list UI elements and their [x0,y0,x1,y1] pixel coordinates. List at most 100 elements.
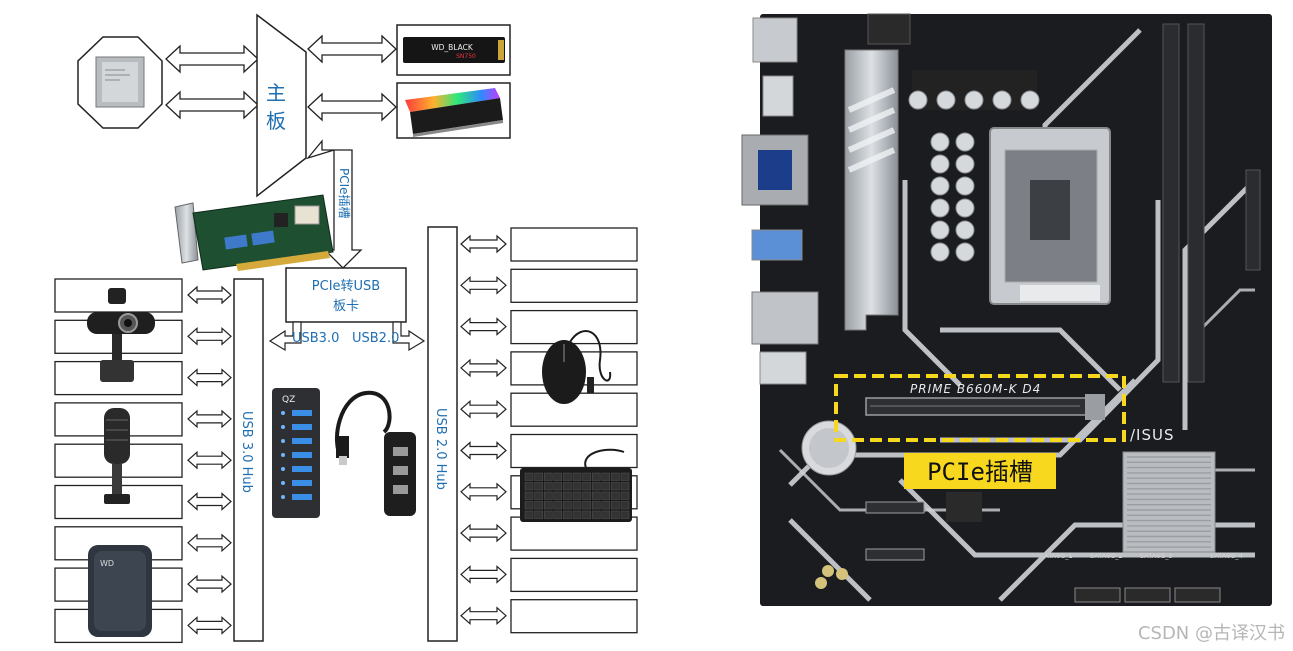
key [543,501,553,510]
usb20-hub-label: USB 2.0 Hub [433,408,448,490]
mainboard-label-1: 主 [266,81,286,105]
card-label-1: PCIe转USB [312,279,380,294]
double-arrow [460,358,507,378]
pcie-usb-card-image [174,194,334,271]
cpu-image [95,56,145,108]
key [534,491,543,500]
key [591,491,601,500]
double-arrow [187,409,232,429]
key [553,510,563,519]
capacitor [930,220,950,240]
hub-led [281,481,285,485]
cpu-board-arrows [165,44,259,120]
usb30-hub-label: USB 3.0 Hub [239,411,254,493]
capacitor [930,176,950,196]
double-arrow [187,616,232,635]
usb20-device-slot [510,516,638,551]
key [572,501,582,510]
key [534,482,543,491]
key [543,482,553,491]
key [543,472,553,481]
capacitor [930,154,950,174]
double-arrow [187,368,232,387]
hub-led [281,453,285,457]
ssd-block: WD_BLACK SN750 [396,24,511,76]
key [611,510,620,519]
board-brand-label: /ISUS [1130,426,1175,444]
key [563,482,572,491]
key [582,472,591,481]
key [620,482,630,491]
double-arrow [460,399,507,419]
key [572,472,582,481]
external-hdd-image: WD [88,545,152,637]
mainboard-block: 主 板 [256,13,307,198]
key [524,472,534,481]
key [524,482,534,491]
keyboard-image [520,448,632,522]
key [563,510,572,519]
svg-text:WD: WD [100,559,114,568]
key [543,510,553,519]
capacitor [1020,90,1040,110]
double-arrow [187,326,232,346]
usb2-hub-image [334,390,416,516]
capacitor [955,198,975,218]
key [620,491,630,500]
capacitor [955,220,975,240]
double-arrow [187,574,232,594]
key [563,491,572,500]
capacitor [930,198,950,218]
key [591,510,601,519]
key [582,491,591,500]
key [553,491,563,500]
key [601,510,611,519]
key [553,472,563,481]
key [620,510,630,519]
key [534,501,543,510]
capacitor [930,132,950,152]
pcie-slot-vertical-label: PCIe插槽 [337,168,351,219]
sata-label: SATA6G_4 [1210,552,1243,560]
card-hub-connectors: USB3.0 USB2.0 [268,321,426,352]
hub-led [281,411,285,415]
hub-brand-label: QZ [282,395,295,405]
capacitor [992,90,1012,110]
double-arrow [460,523,507,543]
usb20-device-slot [510,599,638,634]
key [611,482,620,491]
capacitor [908,90,928,110]
key [582,482,591,491]
pcie-slot-connector: PCIe插槽 [306,139,363,269]
key [611,501,620,510]
key [582,510,591,519]
sata-label: SATA6G_3 [1140,552,1173,560]
key [611,491,620,500]
capacitor [936,90,956,110]
usb20-port-label: USB2.0 [352,331,399,346]
card-label-2: 板卡 [333,299,359,314]
key [582,501,591,510]
key [524,510,534,519]
key [543,491,553,500]
hub-port [292,424,312,430]
usb20-device-slot [510,268,638,303]
ram-block [396,82,511,139]
ssd-image: WD_BLACK SN750 [403,37,505,63]
usb20-device-slot [510,557,638,593]
microphone-image [104,408,130,504]
usb3-hub-image: QZ [272,388,320,518]
hub-led [281,467,285,471]
key [524,491,534,500]
ram-image [405,88,503,137]
key [572,510,582,519]
ssd-model-label: SN750 [456,53,476,60]
usb20-device-slots [460,227,638,634]
hub-led [281,439,285,443]
double-arrow [460,234,507,254]
double-arrow [187,533,232,553]
sata-label: SATA6G_1 [1040,552,1073,560]
key [534,472,543,481]
key [601,472,611,481]
sata-label: SATA6G_2 [1090,552,1123,560]
